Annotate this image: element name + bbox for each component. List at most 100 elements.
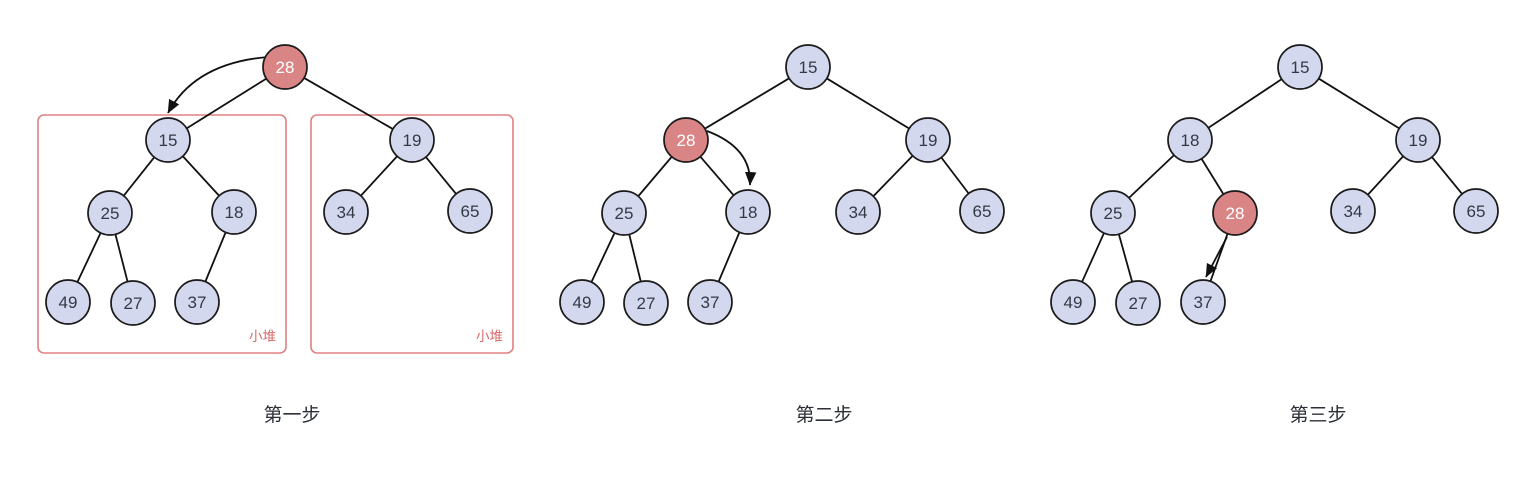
tree-edge xyxy=(704,77,790,130)
tree-edge xyxy=(1118,233,1133,283)
tree-node-highlighted[interactable]: 28 xyxy=(262,44,308,90)
tree-edge xyxy=(1431,156,1463,195)
tree-node[interactable]: 34 xyxy=(323,189,369,235)
tree-node[interactable]: 34 xyxy=(835,189,881,235)
tree-edge xyxy=(1081,232,1105,283)
tree-edge xyxy=(425,156,457,195)
tree-node[interactable]: 37 xyxy=(687,279,733,325)
tree-node-value: 28 xyxy=(1226,204,1245,223)
tree-node[interactable]: 65 xyxy=(1453,188,1499,234)
tree-node-value: 15 xyxy=(1291,58,1310,77)
heap-box: 小堆 xyxy=(310,114,514,354)
move-arrows-group xyxy=(167,56,1228,278)
tree-edge xyxy=(182,155,220,197)
step-caption-1: 第一步 xyxy=(263,405,321,426)
tree-node[interactable]: 65 xyxy=(959,188,1005,234)
tree-edge xyxy=(637,156,673,197)
tree-node-value: 49 xyxy=(573,293,592,312)
tree-node-value: 34 xyxy=(1344,202,1363,221)
step-caption-2: 第二步 xyxy=(795,405,853,426)
tree-edge xyxy=(114,234,129,282)
tree-node-value: 18 xyxy=(739,203,758,222)
tree-node[interactable]: 49 xyxy=(45,279,91,325)
tree-node[interactable]: 25 xyxy=(87,190,133,236)
tree-node[interactable]: 15 xyxy=(145,117,191,163)
tree-node-value: 49 xyxy=(1064,293,1083,312)
heap-boxes-group: 小堆 小堆 xyxy=(37,114,514,354)
tree-edge xyxy=(186,77,267,130)
move-arrow xyxy=(706,130,757,186)
tree-node-value: 37 xyxy=(188,293,207,312)
step-caption-3: 第三步 xyxy=(1289,405,1347,426)
tree-edge xyxy=(717,231,741,283)
tree-node-value: 37 xyxy=(1194,293,1213,312)
tree-node-highlighted[interactable]: 28 xyxy=(1212,190,1258,236)
tree-edge xyxy=(122,156,156,197)
tree-node-value: 34 xyxy=(849,203,868,222)
tree-node-value: 65 xyxy=(973,202,992,221)
tree-nodes-group: 28 15 19 25 18 34 65 49 27 37 15 28 19 25 18 34 65 49 27 37… xyxy=(45,44,1499,326)
tree-node[interactable]: 18 xyxy=(725,189,771,235)
heap-box-label: 小堆 xyxy=(476,329,503,344)
move-arrow xyxy=(1205,236,1228,278)
tree-node[interactable]: 19 xyxy=(389,117,435,163)
tree-node-value: 49 xyxy=(59,293,78,312)
tree-node-value: 34 xyxy=(337,203,356,222)
tree-edge xyxy=(1367,155,1404,196)
tree-node-value: 25 xyxy=(101,204,120,223)
tree-node-value: 18 xyxy=(225,203,244,222)
tree-node-highlighted[interactable]: 28 xyxy=(663,117,709,163)
tree-node-value: 15 xyxy=(799,58,818,77)
tree-node-value: 65 xyxy=(1467,202,1486,221)
tree-node-value: 27 xyxy=(637,294,656,313)
tree-node-value: 28 xyxy=(677,131,696,150)
tree-node[interactable]: 37 xyxy=(1180,279,1226,325)
tree-edge xyxy=(1200,158,1225,195)
tree-edge xyxy=(590,232,616,283)
tree-edge xyxy=(204,232,227,282)
tree-node[interactable]: 27 xyxy=(623,280,669,326)
tree-edge xyxy=(699,156,735,196)
tree-edges-group xyxy=(76,77,1463,283)
tree-node[interactable]: 49 xyxy=(559,279,605,325)
tree-node[interactable]: 27 xyxy=(110,280,156,326)
tree-node-value: 27 xyxy=(124,294,143,313)
tree-node[interactable]: 37 xyxy=(174,279,220,325)
tree-node-value: 65 xyxy=(461,202,480,221)
tree-node[interactable]: 15 xyxy=(1277,44,1323,90)
tree-node-value: 27 xyxy=(1129,294,1148,313)
tree-node[interactable]: 18 xyxy=(1167,117,1213,163)
tree-node[interactable]: 27 xyxy=(1115,280,1161,326)
tree-edge xyxy=(1207,78,1283,129)
tree-edge xyxy=(1128,154,1175,199)
tree-node-value: 19 xyxy=(1409,131,1428,150)
tree-node[interactable]: 19 xyxy=(1395,117,1441,163)
tree-node[interactable]: 19 xyxy=(905,117,951,163)
move-arrow xyxy=(167,56,269,114)
tree-node[interactable]: 49 xyxy=(1050,279,1096,325)
tree-node-value: 15 xyxy=(159,131,178,150)
tree-node[interactable]: 15 xyxy=(785,44,831,90)
tree-node-value: 19 xyxy=(919,131,938,150)
tree-node-value: 37 xyxy=(701,293,720,312)
tree-node[interactable]: 34 xyxy=(1330,188,1376,234)
tree-node[interactable]: 65 xyxy=(447,188,493,234)
tree-node-value: 18 xyxy=(1181,131,1200,150)
tree-edge xyxy=(826,77,910,130)
heap-box-label: 小堆 xyxy=(249,329,276,344)
tree-edge xyxy=(628,234,642,282)
tree-edge xyxy=(76,232,102,283)
tree-edge xyxy=(360,155,398,197)
tree-node-value: 25 xyxy=(1104,204,1123,223)
tree-edge xyxy=(303,77,394,130)
tree-edge xyxy=(940,156,970,195)
tree-edge xyxy=(872,155,914,197)
heap-box: 小堆 xyxy=(37,114,287,354)
tree-node[interactable]: 25 xyxy=(601,190,647,236)
tree-node[interactable]: 25 xyxy=(1090,190,1136,236)
tree-node[interactable]: 18 xyxy=(211,189,257,235)
tree-edge xyxy=(1318,77,1400,130)
tree-node-value: 28 xyxy=(276,58,295,77)
